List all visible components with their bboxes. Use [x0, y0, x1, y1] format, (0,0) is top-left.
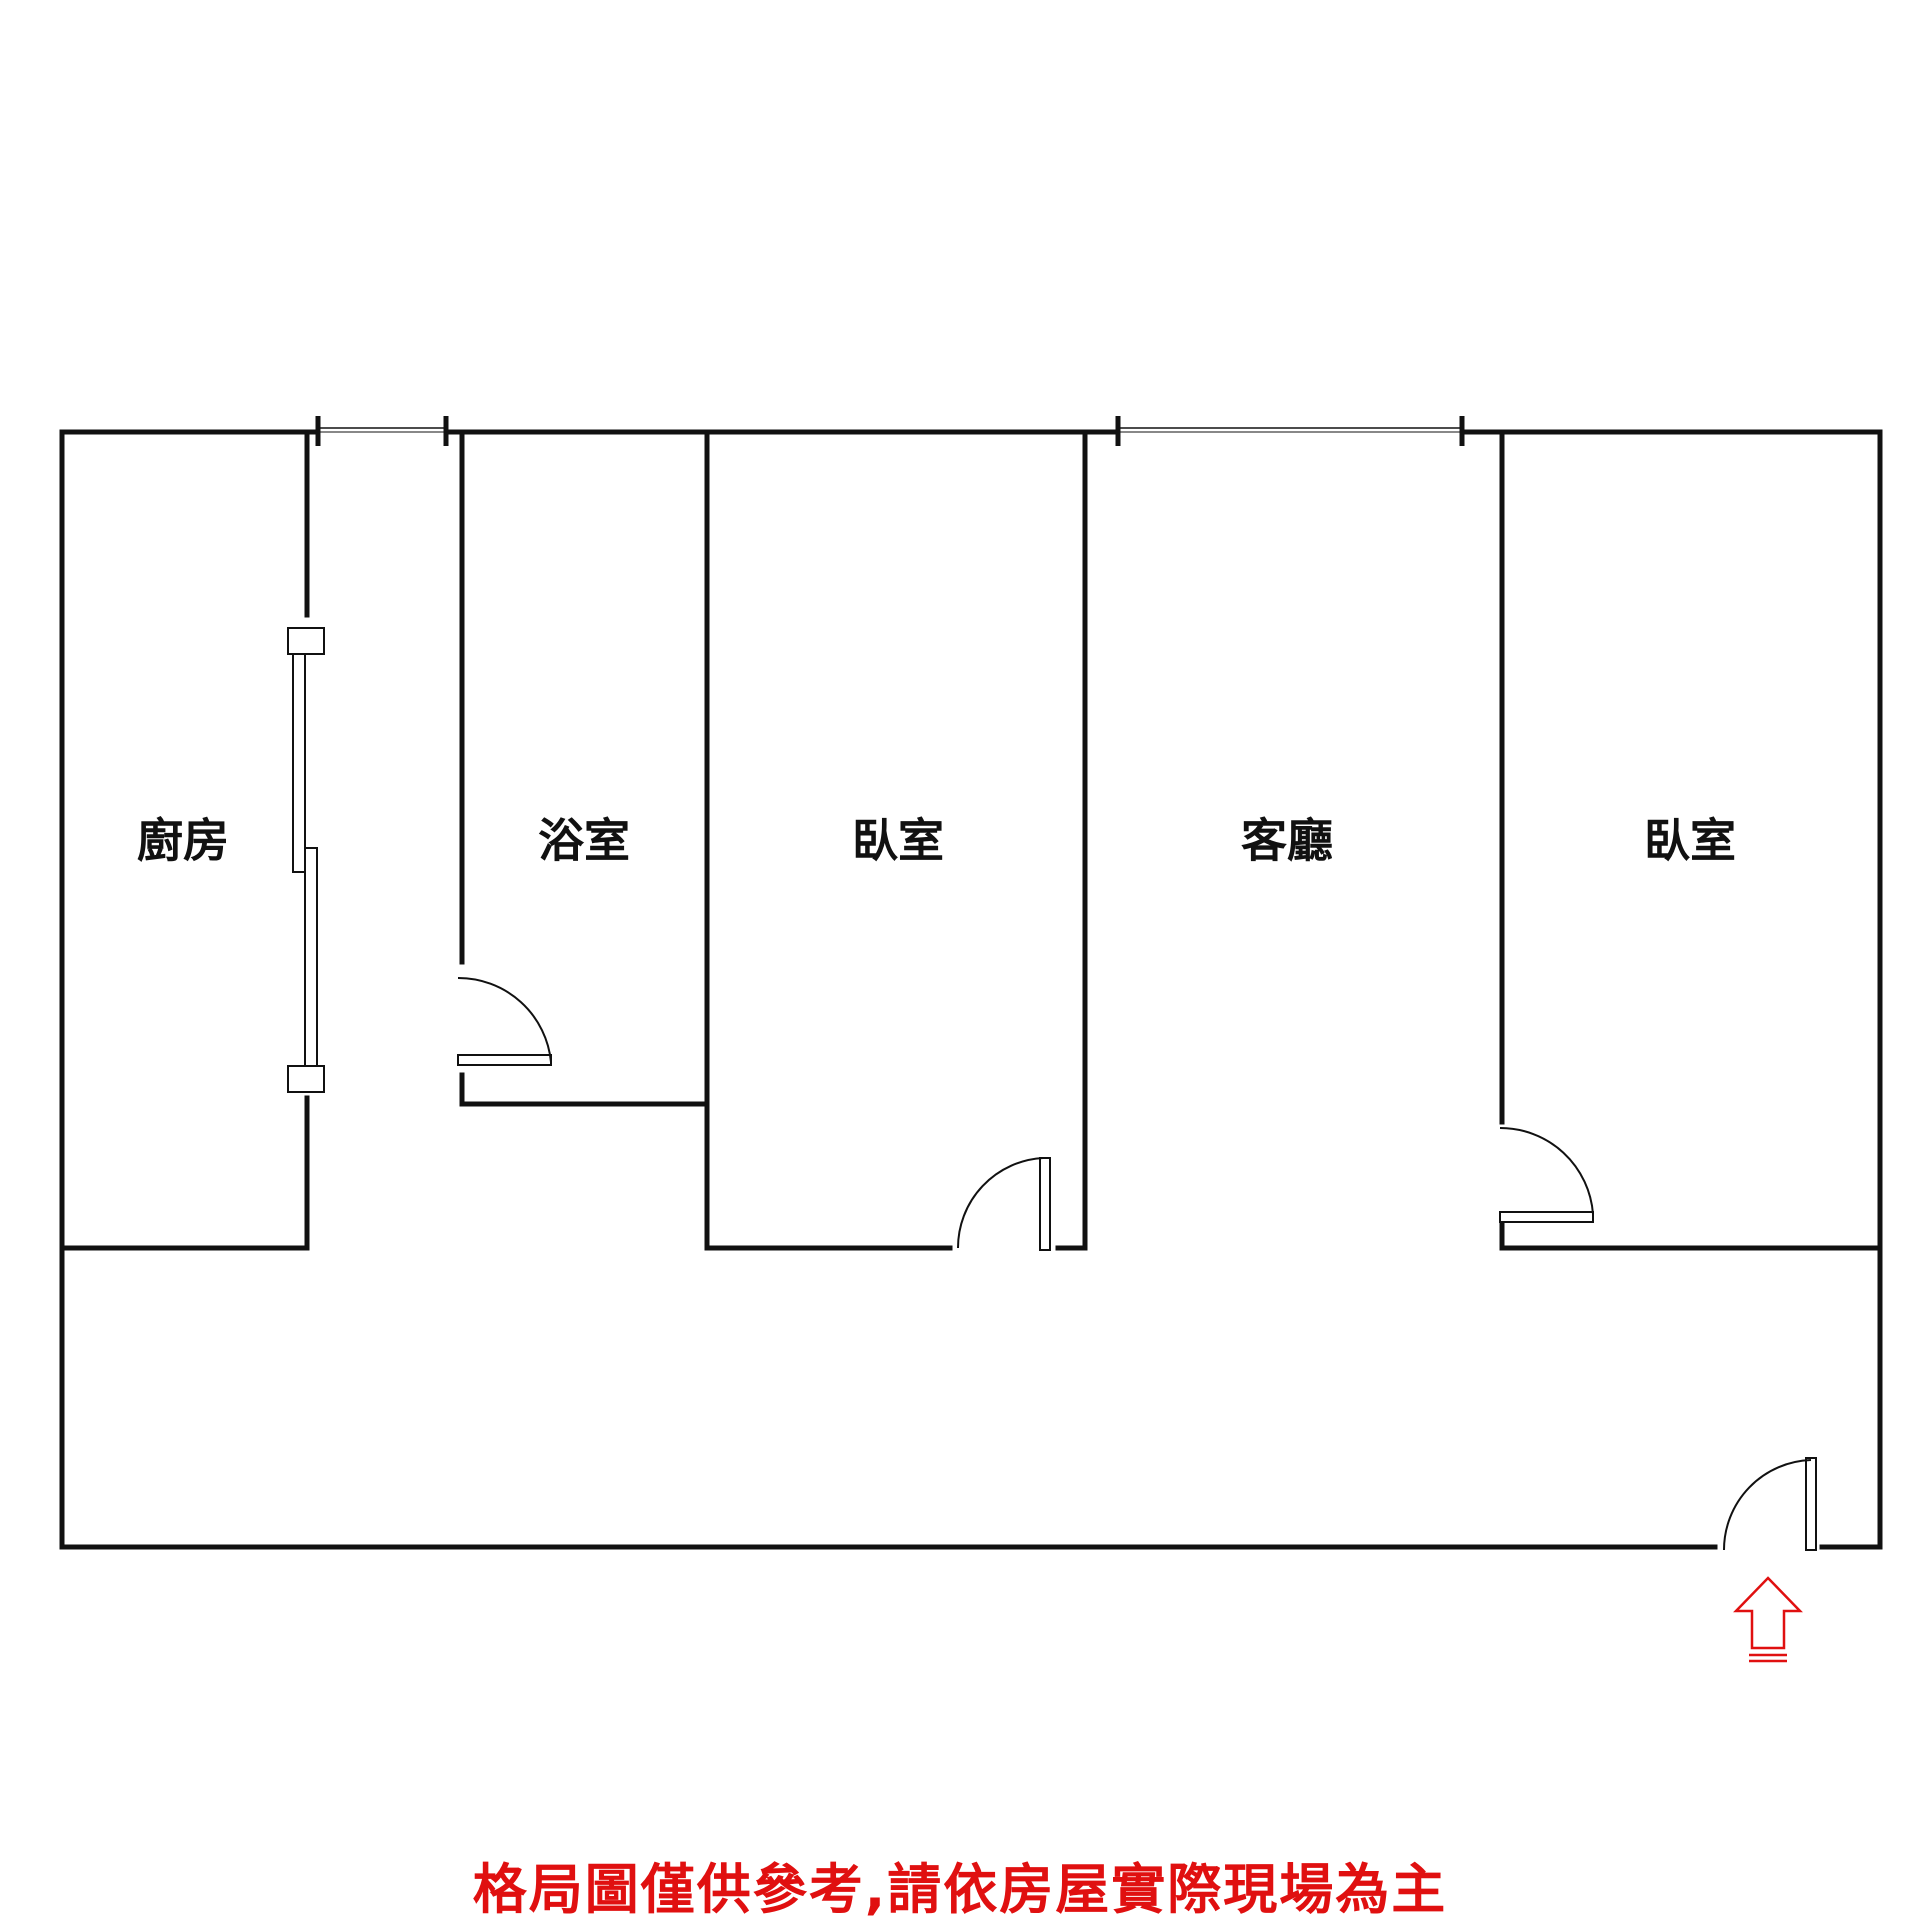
room-label-bathroom: 浴室: [538, 814, 630, 868]
bedroom2-door-swing: [1499, 1126, 1594, 1215]
bathroom-door-leaf: [457, 1054, 552, 1066]
sliding-door-panel-1: [292, 653, 306, 873]
bedroom2-door-leaf: [1499, 1211, 1594, 1223]
bathroom-door-swing: [457, 976, 552, 1063]
disclaimer-text: 格局圖僅供參考,請依房屋實際現場為主: [472, 1858, 1448, 1921]
room-label-bedroom-1: 臥室: [852, 814, 944, 868]
entrance-arrow-outline: [1733, 1576, 1803, 1650]
room-label-living-room: 客廳: [1241, 814, 1333, 868]
swing-doors: [457, 976, 1817, 1551]
bedroom1-door-swing: [956, 1157, 1044, 1249]
sliding-door-bottom-post: [287, 1065, 325, 1093]
entrance-door-swing: [1723, 1459, 1812, 1551]
sliding-door-top-post: [287, 627, 325, 655]
kitchen-sliding-door: [287, 627, 325, 1093]
entrance-door-leaf: [1805, 1457, 1817, 1551]
sliding-door-panel-2: [304, 847, 318, 1067]
room-label-bedroom-2: 臥室: [1644, 814, 1736, 868]
bedroom1-door-leaf: [1039, 1157, 1051, 1251]
room-label-kitchen: 廚房: [137, 814, 229, 868]
windows: [315, 416, 1465, 446]
entrance-arrow-icon: [1733, 1576, 1803, 1663]
walls: [59, 429, 1883, 1550]
